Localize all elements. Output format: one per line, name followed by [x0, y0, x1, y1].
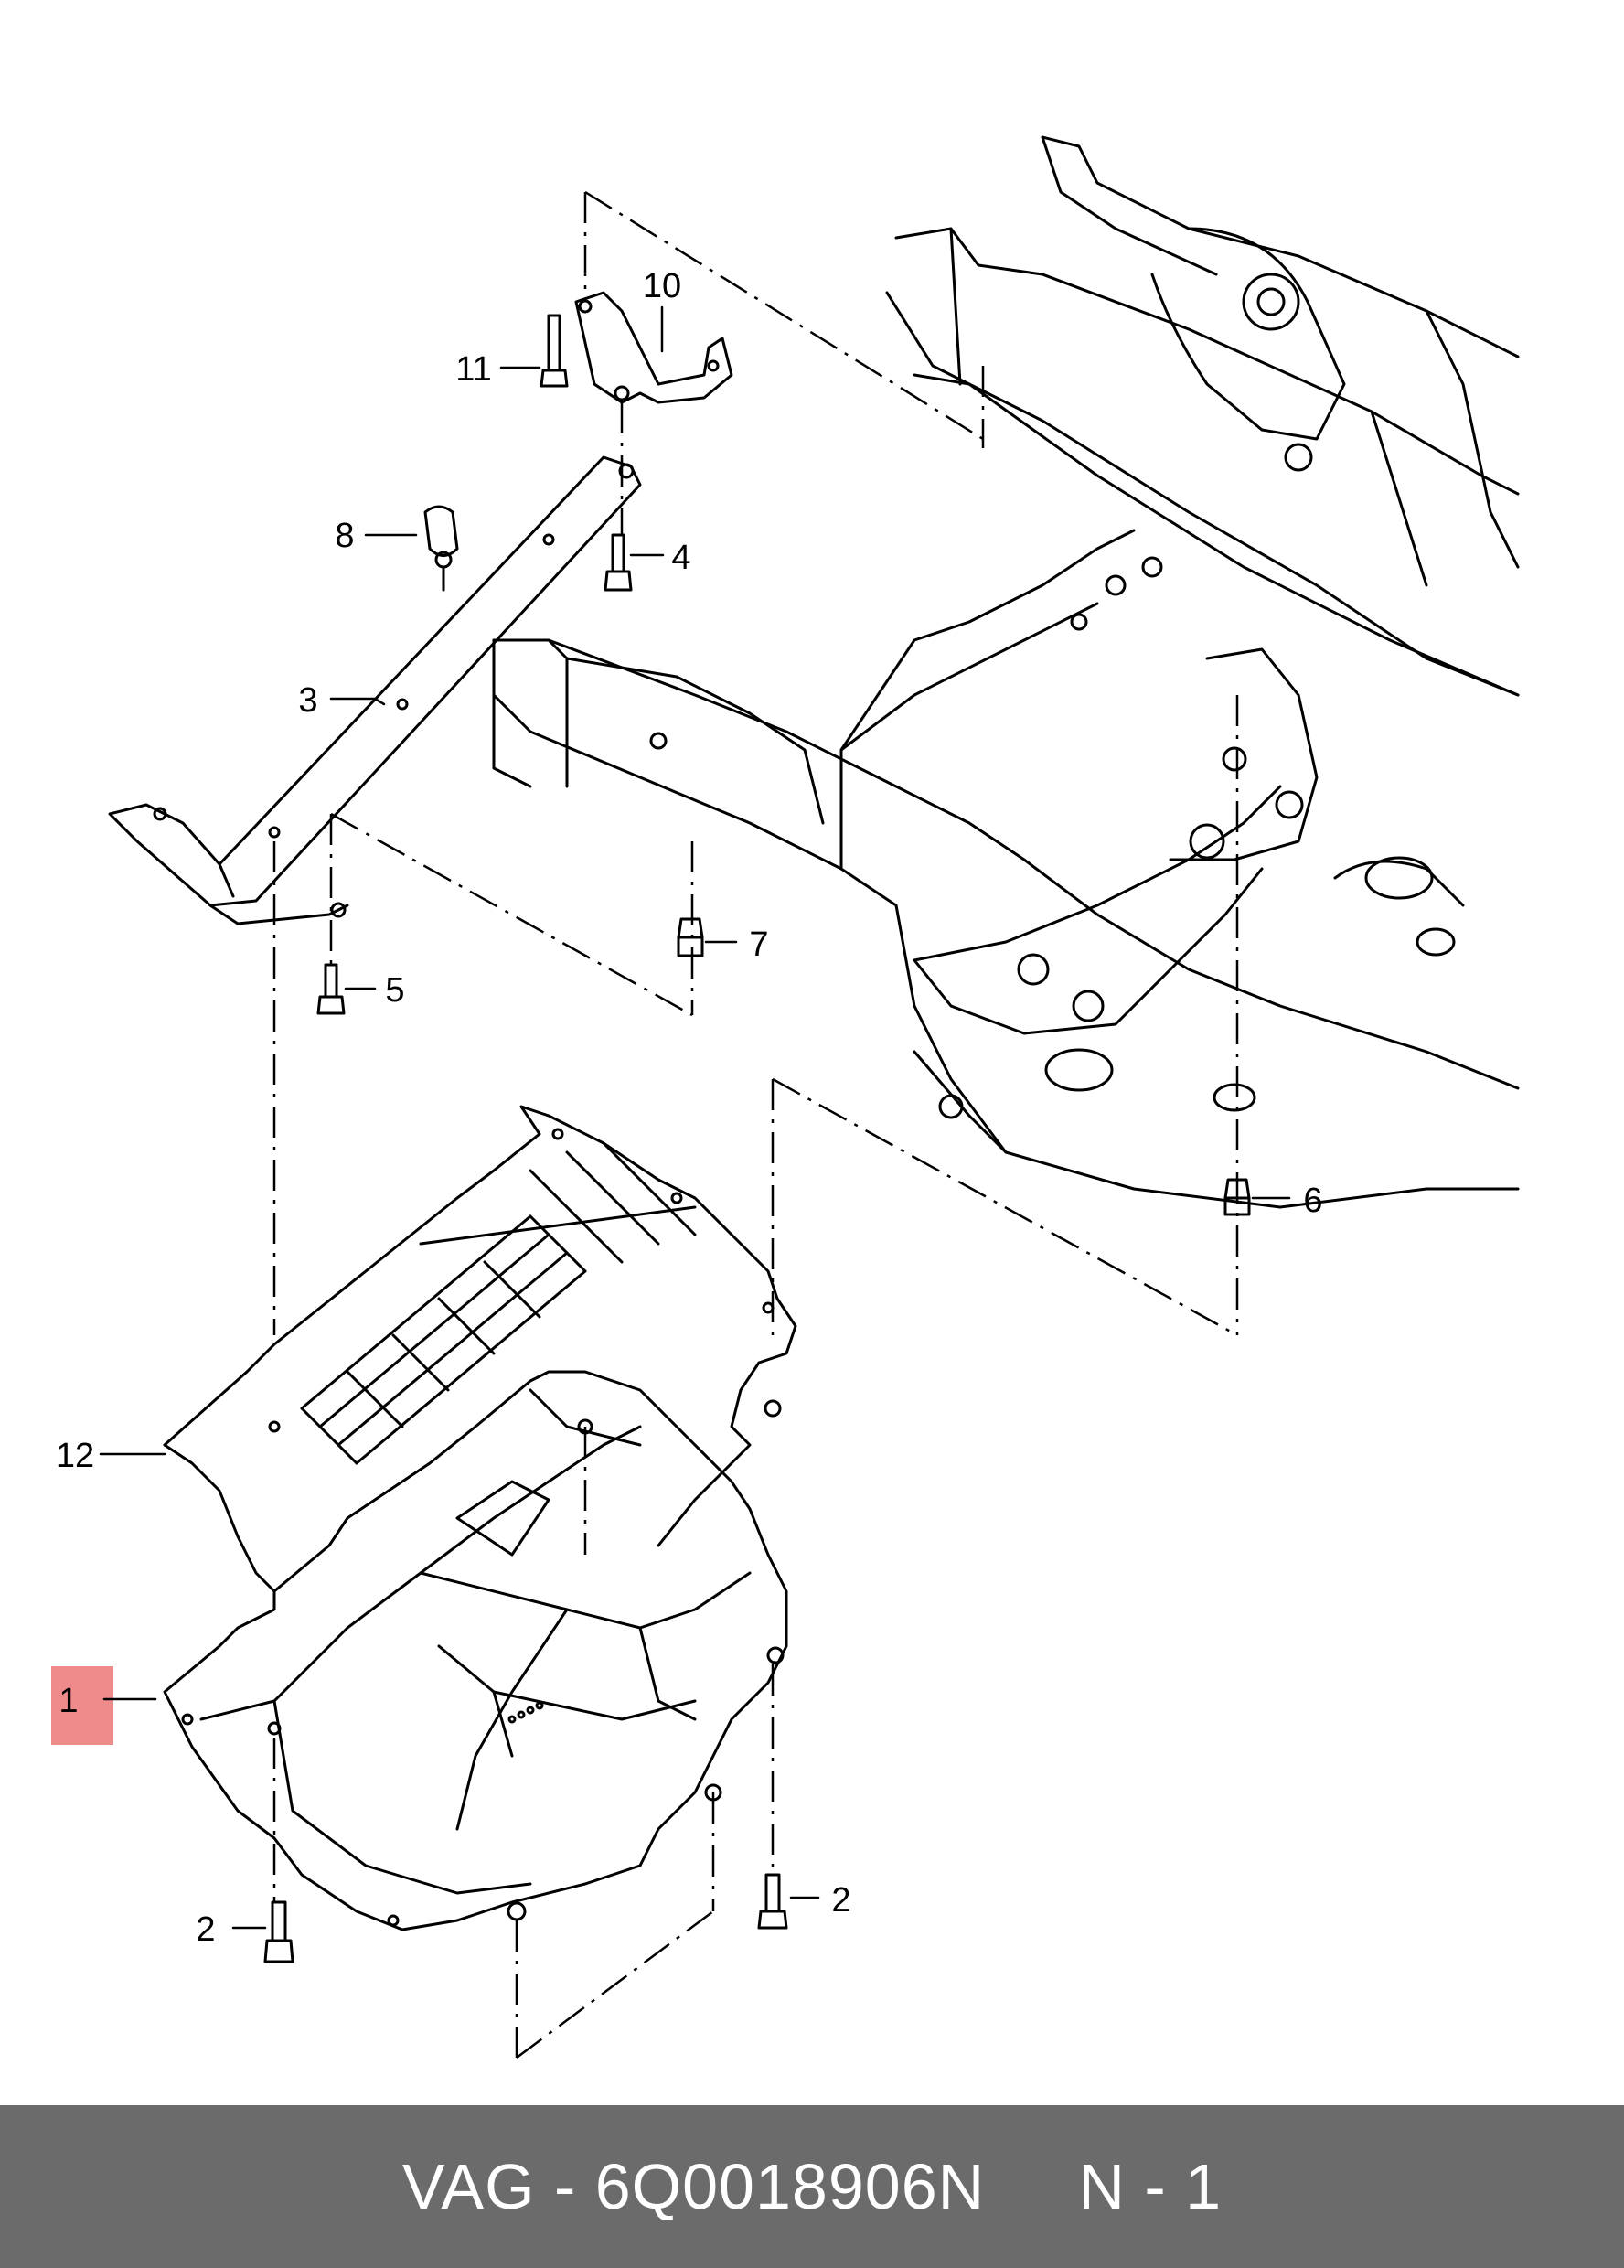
nut-part-7	[677, 917, 704, 957]
underbody-panel-part-1	[163, 1370, 788, 1931]
part-number-footer: VAG - 6Q0018906N N - 1	[0, 2105, 1624, 2268]
clip-part-8	[423, 505, 459, 592]
callout-8: 8	[335, 517, 354, 555]
cross-member-part-3	[108, 455, 642, 925]
vehicle-underbody	[492, 135, 1520, 1209]
bolt-part-4	[604, 533, 633, 592]
nut-part-6	[1223, 1178, 1251, 1216]
bolt-part-2-left	[263, 1900, 294, 1963]
callout-6: 6	[1303, 1182, 1322, 1220]
highlighted-part-marker	[51, 1666, 113, 1745]
part-number-text: VAG - 6Q0018906N N - 1	[401, 2151, 1223, 2222]
bolt-part-2-right	[757, 1873, 788, 1930]
callout-12: 12	[56, 1437, 94, 1475]
callout-11: 11	[455, 350, 491, 389]
callout-4: 4	[671, 539, 690, 577]
callout-2-right: 2	[831, 1881, 850, 1920]
bracket-part-10	[574, 291, 733, 404]
bolt-part-5	[316, 963, 346, 1015]
exploded-parts-diagram: 1 2 2 3 4 5 6 7 8 10 11 12	[56, 135, 1520, 2059]
bolt-part-11	[540, 314, 569, 388]
callout-1: 1	[59, 1682, 78, 1720]
callout-10: 10	[643, 267, 681, 305]
callout-5: 5	[385, 971, 404, 1010]
callout-7: 7	[749, 925, 768, 964]
callout-2-left: 2	[196, 1910, 215, 1949]
callout-3: 3	[298, 681, 317, 720]
cover-plate-part-12	[163, 1105, 797, 1593]
